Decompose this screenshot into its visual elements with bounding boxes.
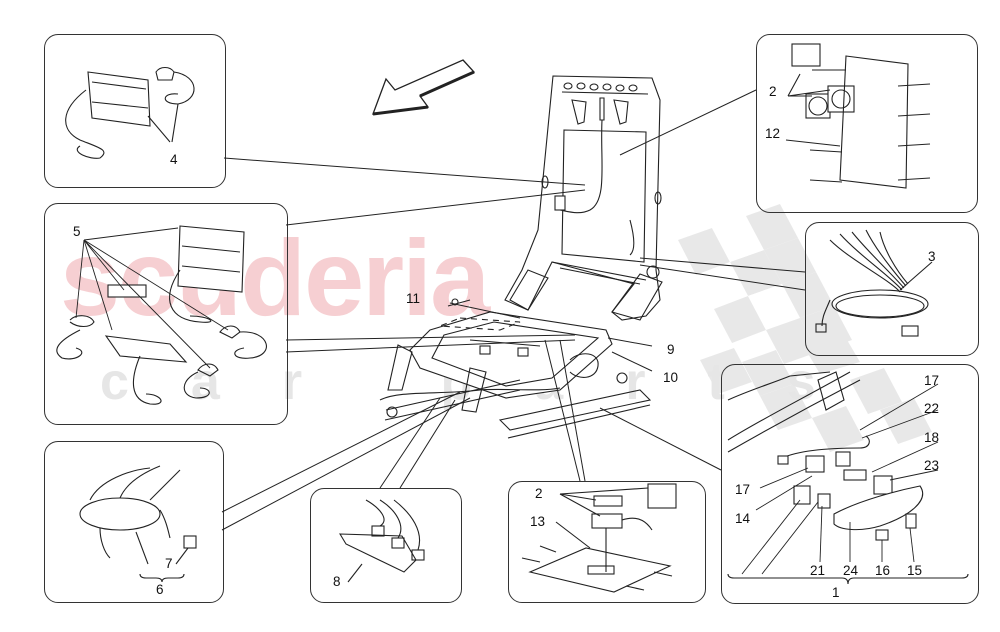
- panel-seat-controls: [721, 364, 979, 604]
- callout-16: 16: [875, 563, 891, 578]
- callout-17-left: 17: [735, 482, 751, 497]
- callout-18: 18: [924, 430, 940, 445]
- main-harness-sketch: [79, 465, 197, 583]
- panel-backrest-pad: [44, 34, 226, 188]
- callout-17-top: 17: [924, 373, 940, 388]
- callout-9: 9: [667, 342, 675, 357]
- seat-controls-sketch: [727, 371, 969, 585]
- callout-14: 14: [735, 511, 751, 526]
- cushion-ventilation-sketch: [521, 483, 677, 593]
- cushion-frame: [379, 298, 652, 439]
- callout-22: 22: [924, 401, 940, 416]
- callout-8: 8: [333, 574, 341, 589]
- callout-1: 1: [832, 585, 840, 600]
- callout-12: 12: [765, 126, 781, 141]
- callout-21: 21: [810, 563, 826, 578]
- sensor-pads-sketch: [56, 225, 267, 405]
- callout-13: 13: [530, 514, 546, 529]
- leader-lines: [221, 89, 806, 531]
- backrest-ventilation-sketch: [785, 43, 931, 189]
- backrest-harness-sketch: [815, 229, 933, 337]
- panel-sensors-pads: [44, 203, 288, 425]
- callout-15: 15: [907, 563, 923, 578]
- callout-10: 10: [663, 370, 679, 385]
- panel-ventilation-cushion: [508, 481, 706, 603]
- panel-main-harness: [44, 441, 224, 603]
- backrest-pad-sketch: [65, 66, 195, 159]
- panel-harness-backrest: [805, 222, 979, 356]
- callout-4: 4: [170, 152, 178, 167]
- callout-5: 5: [73, 224, 81, 239]
- callout-3: 3: [928, 249, 936, 264]
- panel-ventilation-backrest: [756, 34, 978, 213]
- callout-6: 6: [156, 582, 164, 597]
- callout-24: 24: [843, 563, 859, 578]
- callout-23: 23: [924, 458, 940, 473]
- occupancy-sensor-sketch: [339, 499, 425, 583]
- front-direction-arrow: [372, 59, 476, 116]
- callout-11: 11: [406, 291, 421, 306]
- callout-2-cushion: 2: [535, 486, 543, 501]
- backrest-frame: [504, 75, 663, 321]
- callout-2-backrest: 2: [769, 84, 777, 99]
- panel-occupancy-sensor: [310, 488, 462, 603]
- callout-7: 7: [165, 556, 173, 571]
